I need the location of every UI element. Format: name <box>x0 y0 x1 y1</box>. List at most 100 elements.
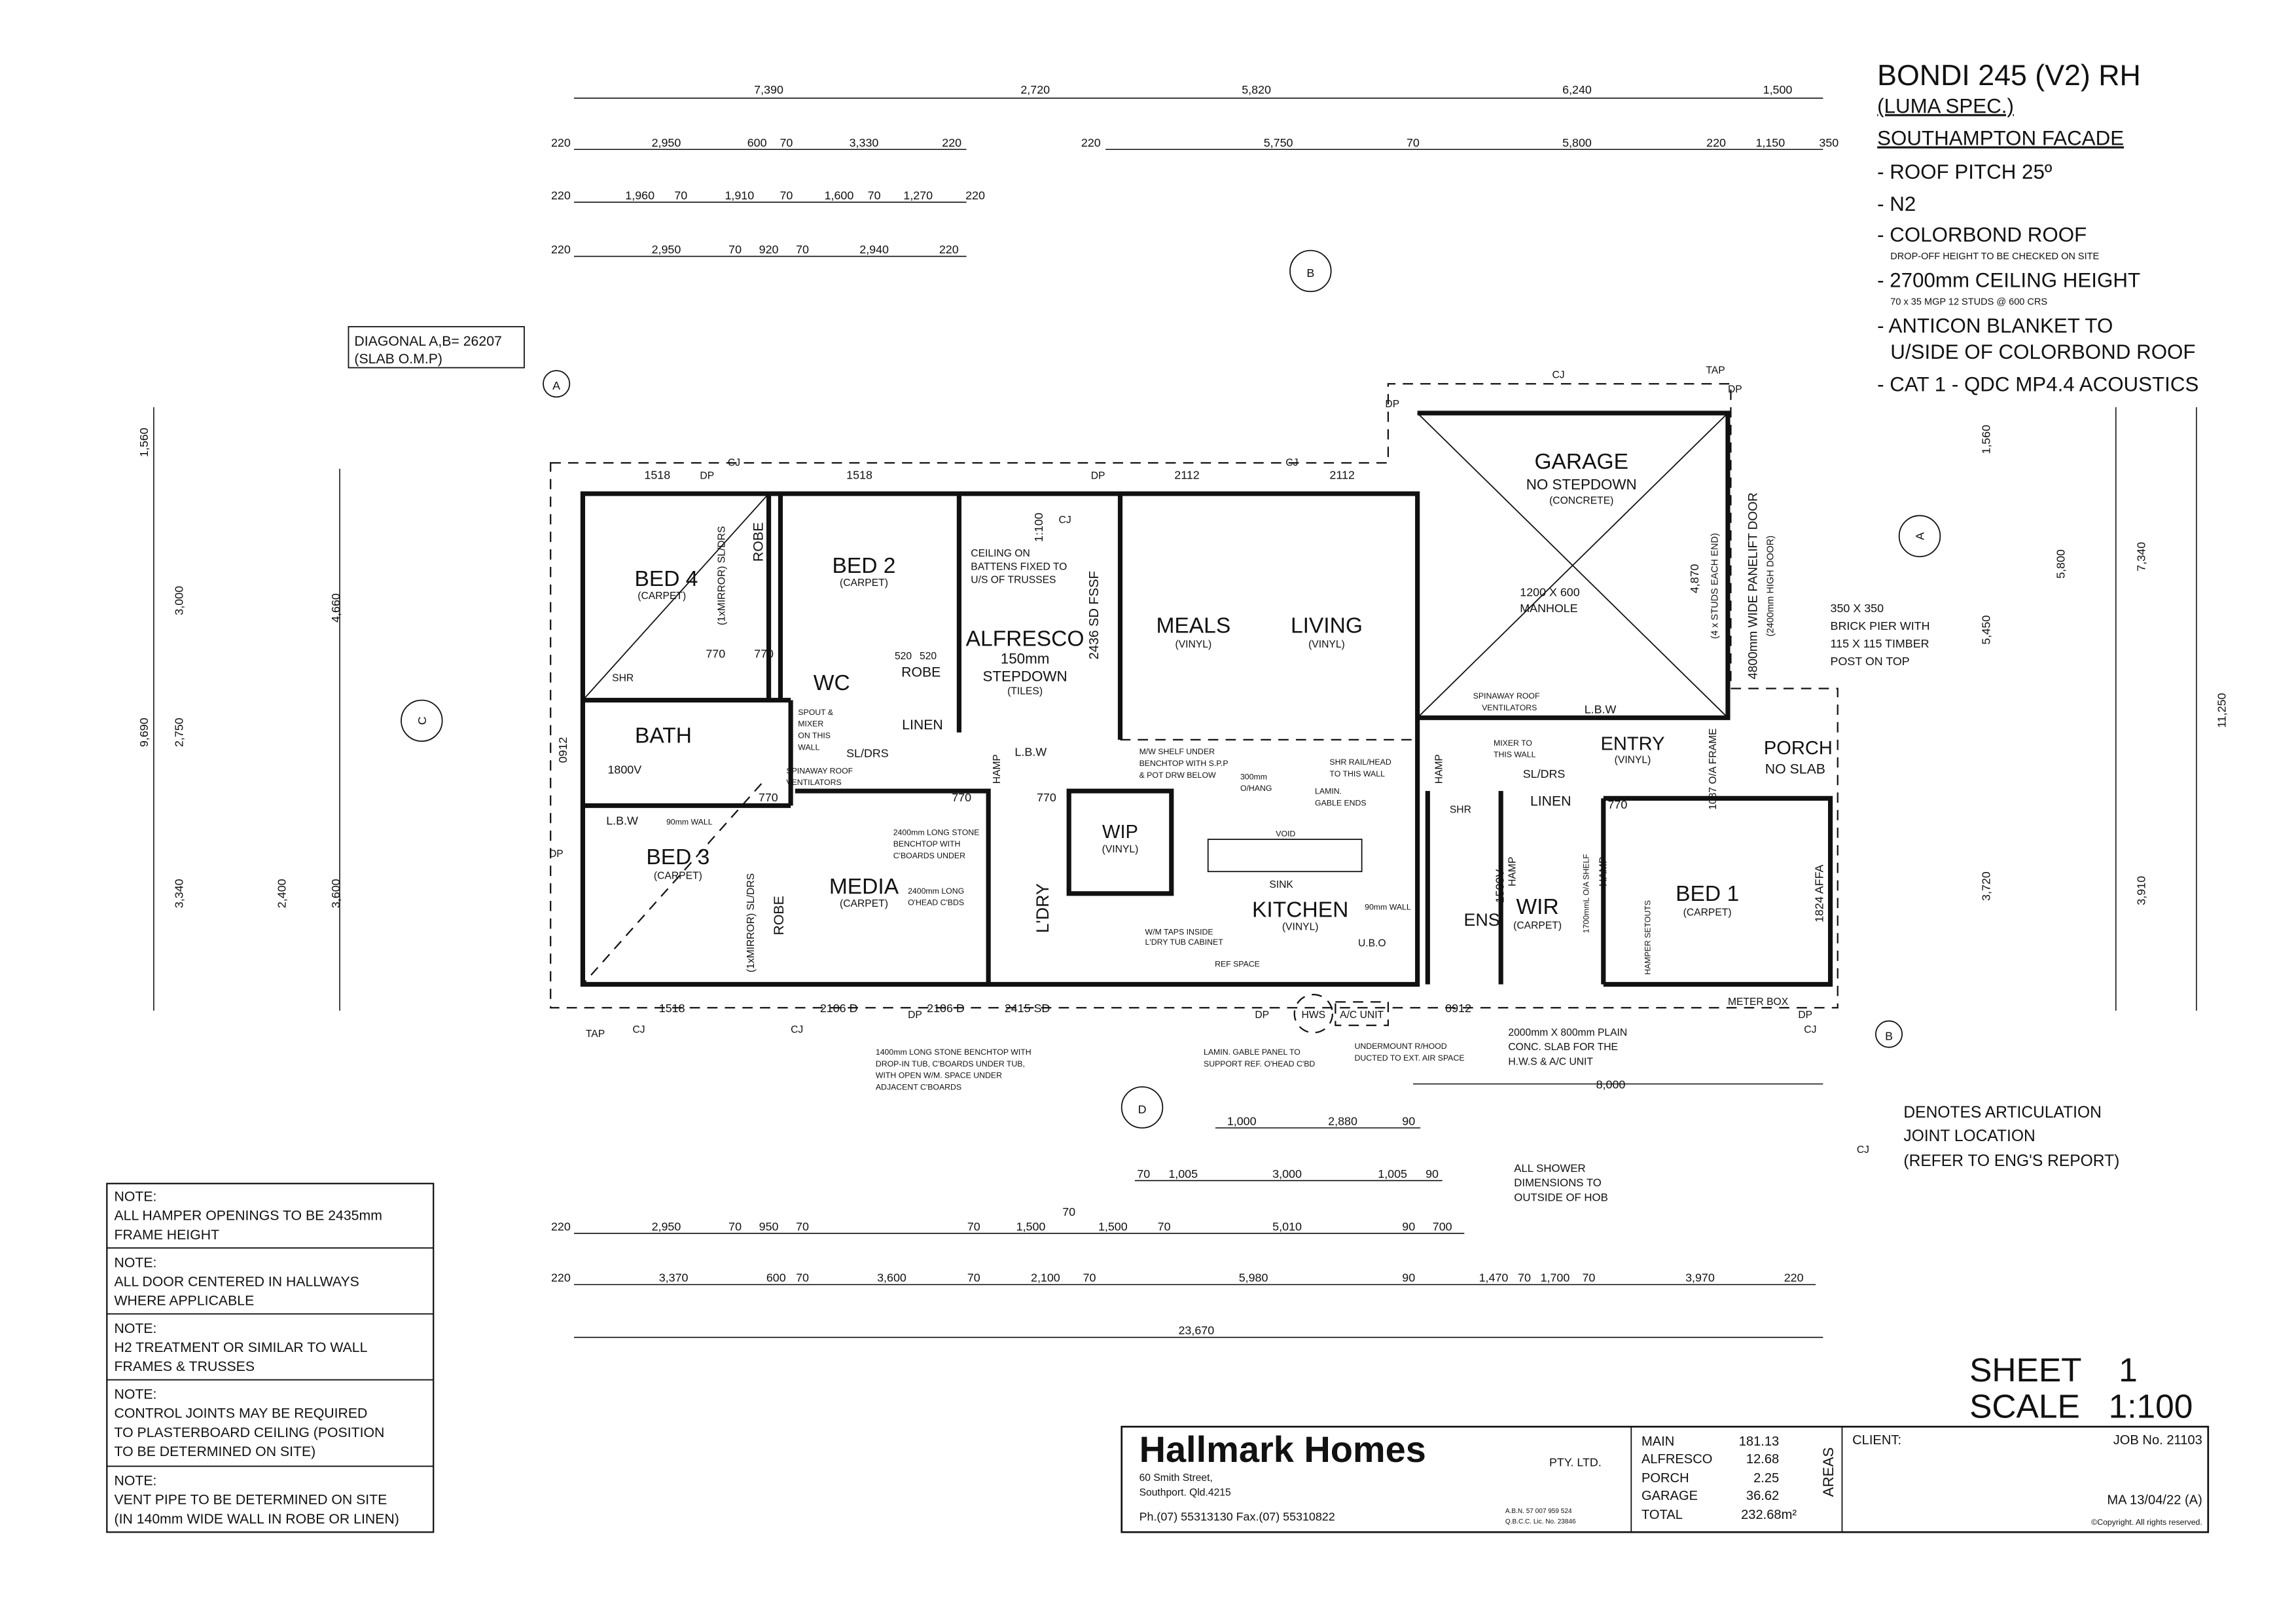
dim-label: 2,720 <box>1020 83 1050 96</box>
room-name: BED 3 <box>646 845 709 869</box>
annotation: ADJACENT C'BOARDS <box>876 1083 961 1092</box>
spec-item: - ROOF PITCH 25º <box>1877 160 2053 183</box>
annotation: L.B.W <box>606 814 638 828</box>
section-markers: A B C D A B <box>401 249 1941 1129</box>
room-name: ALFRESCO <box>966 627 1085 651</box>
room-name: LIVING <box>1291 614 1363 638</box>
spec-item: - N2 <box>1877 192 1916 215</box>
annotation: 350 X 350 <box>1831 602 1884 615</box>
area-name: MAIN <box>1641 1434 1674 1449</box>
room-floor: (CARPET) <box>637 591 686 602</box>
dim-label: 1,470 <box>1479 1271 1509 1285</box>
annotation: A/C UNIT <box>1340 1010 1384 1021</box>
section-marker-b: B <box>1885 1030 1893 1043</box>
room-meals: MEALS(VINYL) <box>1156 614 1230 650</box>
dim-label: 3,720 <box>1979 871 1992 901</box>
annotation: 2436 SD FSSF <box>1087 571 1102 659</box>
annotation: (4 x STUDS EACH END) <box>1710 533 1720 638</box>
dim-label: 5,450 <box>1979 615 1992 645</box>
section-marker-b: B <box>1306 266 1314 280</box>
annotation: 2400mm LONG STONE <box>893 828 980 837</box>
dim-label: 2,880 <box>1328 1114 1357 1127</box>
annotation: WALL <box>798 743 819 752</box>
dim-label: 5,800 <box>2054 549 2068 579</box>
area-name: GARAGE <box>1641 1489 1698 1503</box>
annotation: VOID <box>1276 830 1295 839</box>
dim-label: 9,690 <box>137 718 151 747</box>
dim-label: 4,870 <box>1688 564 1701 593</box>
annotation: 115 X 115 TIMBER <box>1831 637 1929 650</box>
room-floor: (CONCRETE) <box>1549 496 1613 507</box>
door-label: 770 <box>754 647 774 661</box>
annotation: HAMP <box>1598 857 1609 886</box>
dim-label: 7,340 <box>2135 542 2148 572</box>
annotation: 1087 O/A FRAME <box>1708 728 1719 809</box>
annotation: SL/DRS <box>1523 767 1566 780</box>
dim-label: 1,005 <box>1168 1167 1198 1180</box>
dim-label: 220 <box>942 136 961 149</box>
note-3: NOTE:H2 TREATMENT OR SIMILAR TO WALLFRAM… <box>115 1321 368 1374</box>
room-bath: BATH <box>635 723 692 748</box>
dim-label: 220 <box>551 136 571 149</box>
annotation: 2400mm LONG <box>908 886 964 896</box>
annotation: 1700mmL O/A SHELF <box>1581 854 1590 934</box>
window-label: 2106 D <box>927 1002 965 1015</box>
note-line: ALL DOOR CENTERED IN HALLWAYS <box>115 1273 359 1289</box>
room-living: LIVING(VINYL) <box>1291 614 1363 650</box>
section-marker-d: D <box>1138 1103 1147 1116</box>
sheet-number: 1 <box>2119 1351 2138 1389</box>
dim-label: 5,010 <box>1272 1220 1302 1233</box>
note-line: (IN 140mm WIDE WALL IN ROBE OR LINEN) <box>115 1511 399 1527</box>
room-laundry: L'DRY <box>1033 883 1052 933</box>
company-address: 60 Smith Street, <box>1139 1472 1213 1484</box>
company-phone: Ph.(07) 55313130 Fax.(07) 55310822 <box>1139 1510 1335 1523</box>
dim-label: 5,820 <box>1242 83 1271 96</box>
room-name: GARAGE <box>1534 450 1628 474</box>
dim-label: 4,660 <box>329 593 342 623</box>
dim-label: 3,000 <box>173 586 186 615</box>
annotation: SUPPORT REF. O'HEAD C'BD <box>1204 1059 1315 1068</box>
spec-item: 70 x 35 MGP 12 STUDS @ 600 CRS <box>1890 297 2047 307</box>
roof-outline <box>550 383 1839 1009</box>
annotation: MIXER <box>798 720 823 729</box>
scale-value: 1:100 <box>2109 1387 2193 1425</box>
dim-label: 90 <box>1402 1114 1415 1127</box>
annotation: TAP <box>1706 365 1725 376</box>
dim-label: 70 <box>1062 1205 1075 1218</box>
note-line: TO PLASTERBOARD CEILING (POSITION <box>115 1425 385 1440</box>
annotation: POST ON TOP <box>1831 655 1910 668</box>
note-head: NOTE: <box>115 1189 157 1205</box>
room-labels: BED 4(CARPET) BED 2(CARPET) ALFRESCO150m… <box>634 450 1832 935</box>
note-head: NOTE: <box>115 1321 157 1336</box>
room-bed-3: BED 3(CARPET) <box>646 845 709 881</box>
room-name: MEALS <box>1156 614 1230 638</box>
area-name: ALFRESCO <box>1641 1452 1712 1467</box>
dim-label: 220 <box>551 243 571 256</box>
annotation: DIMENSIONS TO <box>1514 1176 1602 1189</box>
annotation: 1400mm LONG STONE BENCHTOP WITH <box>876 1048 1031 1057</box>
door-label: 520 <box>895 651 912 662</box>
annotation: 1800V <box>607 763 641 776</box>
company-abn: A.B.N. 57 007 959 524 <box>1505 1508 1572 1515</box>
annotation: CJ <box>1804 1024 1816 1035</box>
annotation: REF SPACE <box>1215 960 1260 969</box>
room-name: WIR <box>1516 895 1558 919</box>
room-name: LINEN <box>902 717 943 733</box>
annotation: 300mm <box>1240 772 1267 781</box>
sheet-label: SHEET <box>1969 1351 2081 1389</box>
dim-label: 1,560 <box>1979 425 1992 454</box>
room-name: PORCH <box>1764 738 1833 759</box>
room-bed-4: BED 4(CARPET) <box>634 567 698 602</box>
note-2: NOTE:ALL DOOR CENTERED IN HALLWAYSWHERE … <box>115 1254 359 1308</box>
annotation: CJ <box>1552 369 1564 380</box>
plan-title: BONDI 245 (V2) RH <box>1877 59 2141 92</box>
room-name: ENS <box>1464 910 1500 930</box>
diagonal-text: DIAGONAL A,B= 26207 <box>354 333 501 349</box>
dim-label: 5,980 <box>1239 1271 1268 1285</box>
revision: MA 13/04/22 (A) <box>2107 1493 2202 1508</box>
window-label: 1518 <box>659 1002 685 1015</box>
dim-label: 90 <box>1402 1220 1415 1233</box>
